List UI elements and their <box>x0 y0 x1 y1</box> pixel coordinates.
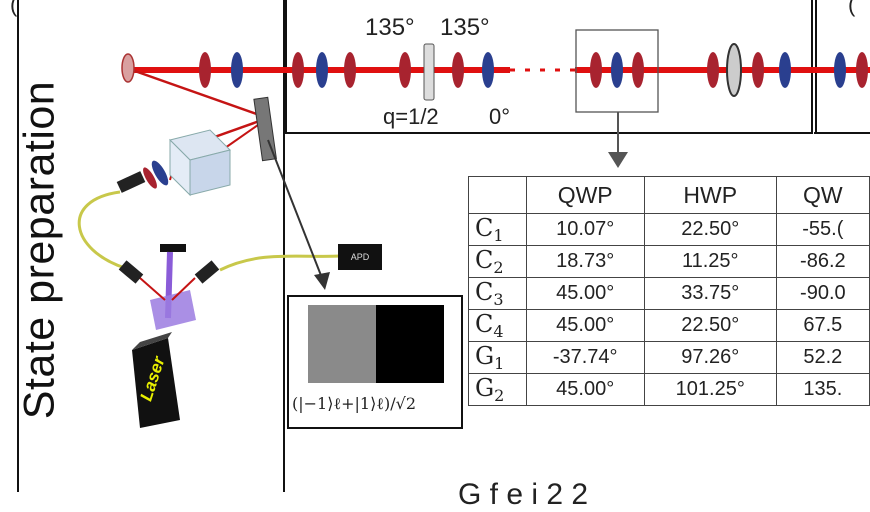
table-cell: 10.07° <box>525 213 645 246</box>
laser-box <box>132 338 180 428</box>
fiber-1 <box>77 190 126 270</box>
waveplate-group-2 <box>590 43 868 97</box>
table-cell: 11.25° <box>643 245 777 278</box>
row-label-subscript: 3 <box>493 290 504 309</box>
panel-label-right: ( <box>848 0 856 17</box>
q-plate-2 <box>726 43 742 97</box>
crystal <box>150 290 196 330</box>
row-label: G2 <box>468 373 527 406</box>
mirror <box>121 53 135 83</box>
q-plate <box>423 43 435 101</box>
table-cell: 101.25° <box>643 373 777 406</box>
evolution-frame <box>285 0 813 134</box>
row-label: C2 <box>468 245 527 278</box>
row-label: C4 <box>468 309 527 342</box>
row-label-name: G <box>475 374 495 402</box>
row-label-name: C <box>475 278 494 306</box>
row-label-subscript: 2 <box>494 386 505 405</box>
table-cell: -37.74° <box>525 341 645 374</box>
row-label-subscript: 1 <box>494 354 505 373</box>
table-cell: 45.00° <box>525 373 645 406</box>
row-label-subscript: 2 <box>493 258 504 277</box>
table-cell: 52.2 <box>775 341 870 374</box>
table-cell: -86.2 <box>775 245 870 278</box>
crystal-mount <box>160 244 186 252</box>
table-cell: 22.50° <box>643 213 777 246</box>
row-label-subscript: 1 <box>493 226 504 245</box>
row-label: C1 <box>468 213 527 246</box>
row-label-subscript: 4 <box>493 322 504 341</box>
inset-black-half <box>376 305 444 383</box>
angle-label-1: 135° <box>365 14 415 41</box>
table-cell: -90.0 <box>775 277 870 310</box>
table-cell: 18.73° <box>525 245 645 278</box>
fiber-2 <box>219 254 341 272</box>
header-cell-empty <box>468 176 527 214</box>
row-label-name: C <box>475 214 494 242</box>
waveplate-group-1 <box>199 43 494 101</box>
table-cell: 45.00° <box>525 277 645 310</box>
row-label: C3 <box>468 277 527 310</box>
table-cell: 22.50° <box>643 309 777 342</box>
header-hwp: HWP <box>643 176 777 214</box>
header-qwp-2: QW <box>775 176 870 214</box>
experimental-setup-figure: State preparation ( ( 135° 135° q=1/2 0°… <box>10 0 870 511</box>
panel-label-left: ( <box>10 0 18 17</box>
row-label-name: C <box>475 246 494 274</box>
table-cell: 97.26° <box>643 341 777 374</box>
row-label-name: G <box>475 342 495 370</box>
beam-reflected <box>131 68 269 120</box>
table-cell: -55.( <box>775 213 870 246</box>
table-cell: 45.00° <box>525 309 645 342</box>
zero-angle-label: 0° <box>489 104 511 129</box>
table-cell: 67.5 <box>775 309 870 342</box>
header-qwp: QWP <box>525 176 645 214</box>
inset-gray-half <box>308 305 376 383</box>
angle-label-2: 135° <box>440 14 490 41</box>
inset-formula: (|−1⟩ℓ+|1⟩ℓ)/√2 <box>292 394 417 413</box>
table-cell: 33.75° <box>643 277 777 310</box>
beam-splitter <box>169 129 231 197</box>
q-label: q=1/2 <box>383 104 439 129</box>
fiber-coupler <box>116 171 146 193</box>
table-row: G1-37.74°97.26°52.2 <box>468 341 870 374</box>
apd-detector <box>338 244 382 270</box>
table-cell: 135. <box>775 373 870 406</box>
row-label: G1 <box>468 341 527 374</box>
table-header-row: QWP HWP QW <box>468 176 870 214</box>
apd-label: APD <box>350 252 370 262</box>
zoom-arrow <box>608 152 628 168</box>
setup-diagram <box>17 0 870 492</box>
row-label-name: C <box>475 310 494 338</box>
